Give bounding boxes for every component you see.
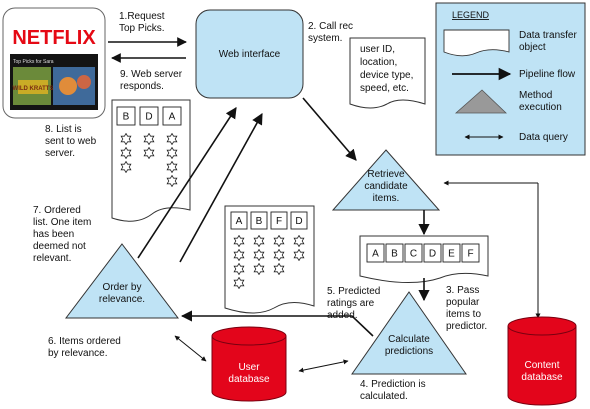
netflix-screenshot: NETFLIX Top Picks for Sara WILD KRATTS: [2, 7, 106, 119]
list-item-box: [442, 243, 461, 263]
calc-to-order-arrow: [180, 310, 374, 337]
svg-text:Data query: Data query: [519, 132, 568, 143]
legend-title: LEGEND: [452, 10, 490, 20]
poster-title: WILD KRATTS: [13, 86, 54, 92]
call-rec-arrow: [302, 97, 357, 161]
netflix-row-title: Top Picks for Sara: [13, 59, 54, 65]
legend-document-icon: [443, 29, 510, 57]
svg-text:user ID, location,: user ID, location, device type, speed, e…: [360, 44, 416, 94]
list-item-letter: F: [276, 216, 282, 227]
calc-user-query: [298, 359, 349, 373]
list-item-box: [366, 243, 385, 263]
list-item-letter: C: [410, 249, 417, 260]
list-item-box: [139, 106, 159, 126]
list-item-box: [290, 211, 308, 230]
list-item-letter: D: [429, 249, 436, 260]
list-item-letter: A: [372, 249, 379, 260]
svg-text:Pipeline flow: Pipeline flow: [519, 69, 576, 80]
list-item-letter: B: [391, 249, 398, 260]
list-item-letter: D: [295, 216, 302, 227]
list-item-box: [230, 211, 248, 230]
list-item-box: [270, 211, 288, 230]
list-item-box: [423, 243, 442, 263]
list-item-box: [404, 243, 423, 263]
list-item-letter: F: [467, 249, 473, 260]
list-item-box: [162, 106, 182, 126]
netflix-logo: NETFLIX: [12, 27, 96, 49]
method-execution-icon: [454, 89, 507, 114]
list-item-letter: A: [236, 216, 243, 227]
web-interface-node: Web interface: [195, 9, 304, 99]
order-to-web-arrow: [137, 107, 237, 259]
ordered-list-to-web-arrow: [179, 113, 263, 263]
list-item-letter: D: [145, 112, 152, 123]
list-item-box: [116, 106, 136, 126]
candidate-list-document: A B C D E F: [359, 235, 489, 283]
list-item-letter: A: [169, 112, 176, 123]
list-item-box: [385, 243, 404, 263]
order-user-query: [174, 335, 207, 362]
list-item-letter: E: [448, 249, 455, 260]
list-item-letter: B: [123, 112, 130, 123]
list-item-box: [461, 243, 480, 263]
web-interface-label: Web interface: [219, 49, 281, 60]
list-item-letter: B: [256, 216, 263, 227]
user-info-document: user ID, location, device type, speed, e…: [349, 37, 426, 109]
list-item-box: [250, 211, 268, 230]
